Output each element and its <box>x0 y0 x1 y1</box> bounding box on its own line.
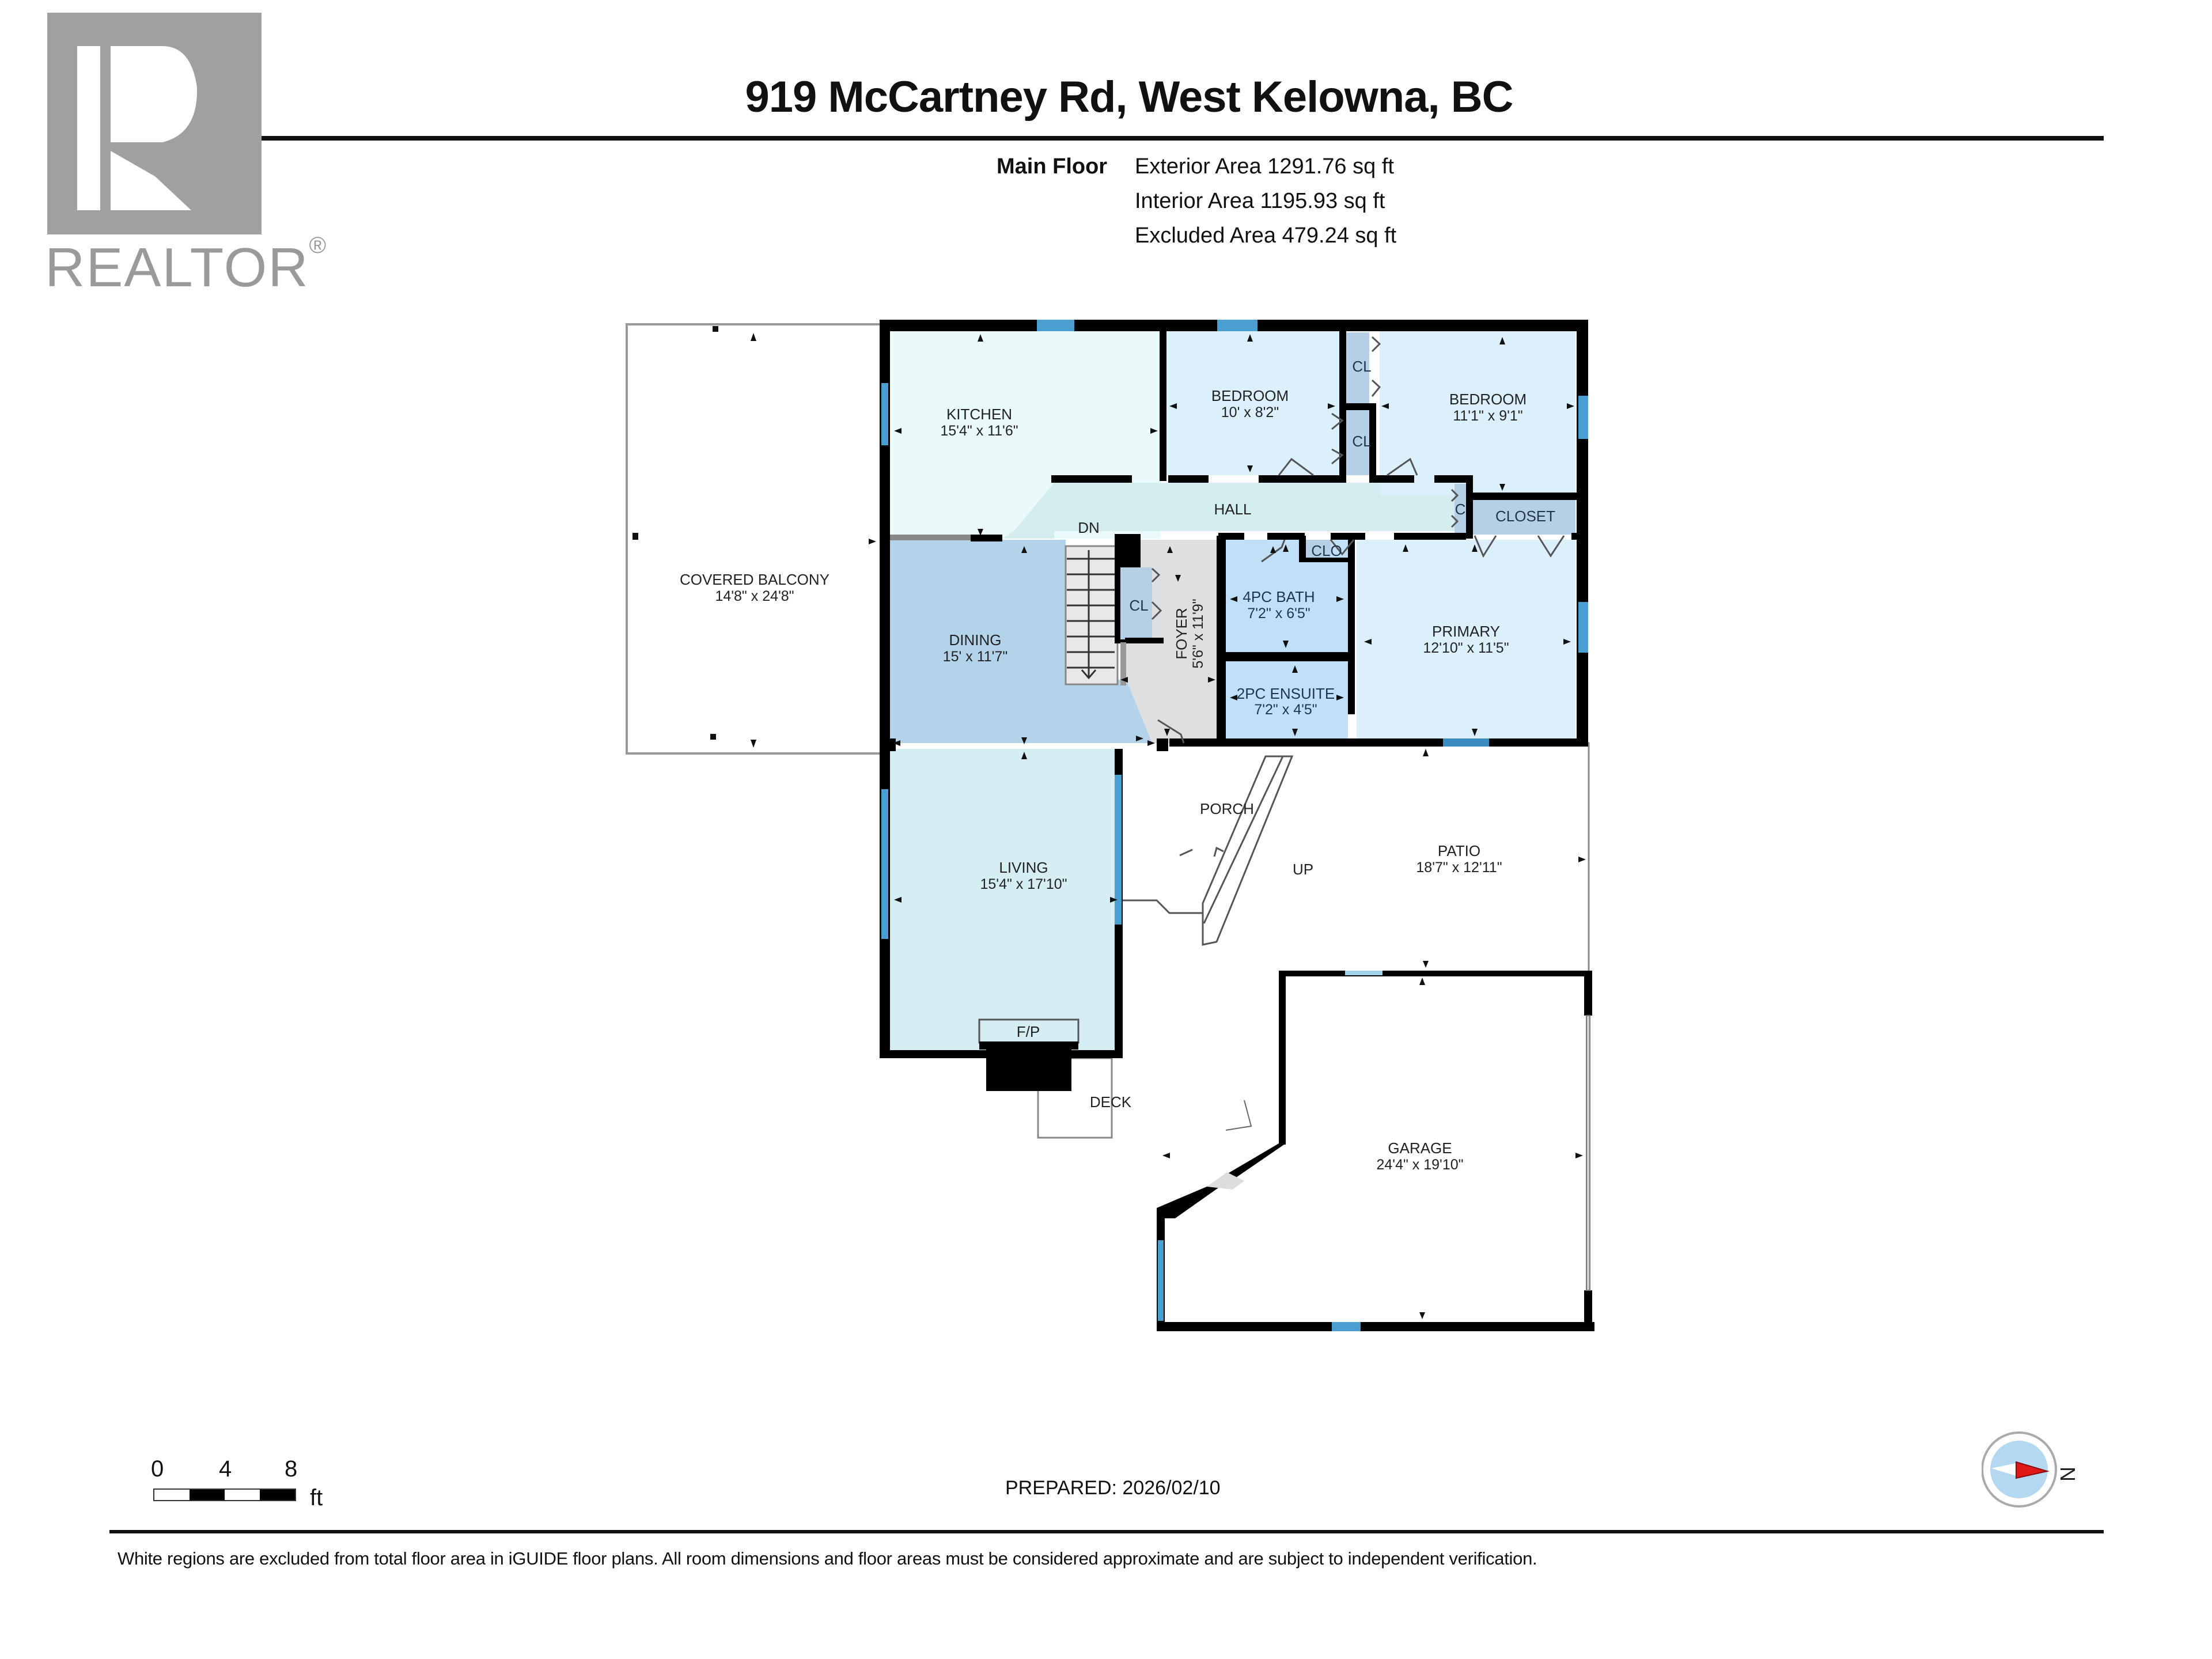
hall-kitchen-merge <box>1002 483 1054 539</box>
stairs-down-label: DN <box>1078 519 1100 536</box>
cl-2-label: CL <box>1352 433 1371 450</box>
covered-balcony-dim: 14'8" x 24'8" <box>715 588 794 604</box>
scale-tick-4: 4 <box>219 1456 232 1482</box>
garage-label: GARAGE <box>1388 1139 1452 1157</box>
floor-label: Main Floor <box>997 154 1108 179</box>
cl-1-area <box>1345 332 1369 404</box>
kitchen-dim: 15'4" x 11'6" <box>940 423 1018 439</box>
patio-label: PATIO <box>1438 842 1480 859</box>
stair-treads <box>1067 550 1115 680</box>
bath-4pc-label: 4PC BATH <box>1243 588 1315 605</box>
cl-1-label: CL <box>1352 358 1371 375</box>
clo-label: CLO <box>1311 542 1342 559</box>
hall-area <box>1014 483 1457 531</box>
ensuite-2pc-label: 2PC ENSUITE <box>1237 685 1335 702</box>
patio-dim: 18'7" x 12'11" <box>1416 859 1502 876</box>
ensuite-2pc-area <box>1226 661 1348 739</box>
scale-tick-8: 8 <box>285 1456 298 1482</box>
scale-segments <box>153 1488 296 1501</box>
north-compass-icon: N <box>1981 1425 2097 1514</box>
bedroom-1-label: BEDROOM <box>1211 387 1289 404</box>
deck-label: DECK <box>1090 1093 1132 1111</box>
bedroom-2-label: BEDROOM <box>1449 391 1527 408</box>
porch-stairs <box>1120 755 1294 946</box>
compass-label: N <box>2056 1467 2080 1482</box>
footer-rule <box>109 1530 2104 1533</box>
dining-label: DINING <box>949 631 1002 649</box>
fireplace-label: F/P <box>1017 1023 1040 1040</box>
closet-label: CLOSET <box>1495 507 1555 525</box>
balcony-post <box>632 533 638 540</box>
foyer-dim: 5'6" x 11'9" <box>1190 599 1206 668</box>
hall-label: HALL <box>1214 501 1251 518</box>
disclaimer: White regions are excluded from total fl… <box>118 1548 1537 1569</box>
living-area <box>890 749 1120 1051</box>
cl-2-area <box>1345 407 1369 475</box>
page-title: 919 McCartney Rd, West Kelowna, BC <box>745 73 1514 122</box>
ensuite-2pc-dim: 7'2" x 4'5" <box>1254 702 1317 718</box>
garage-dim: 24'4" x 19'10" <box>1376 1157 1463 1173</box>
primary-area <box>1357 540 1575 738</box>
stairs-up-label: UP <box>1293 861 1313 878</box>
living-dim: 15'4" x 17'10" <box>980 876 1067 892</box>
covered-balcony-label: COVERED BALCONY <box>680 571 830 588</box>
header-rule <box>109 136 2104 141</box>
bedroom-2-dim: 11'1" x 9'1" <box>1453 408 1522 424</box>
bath-4pc-dim: 7'2" x 6'5" <box>1247 605 1310 622</box>
balcony-post <box>710 734 716 740</box>
excluded-area: Excluded Area 479.24 sq ft <box>1135 224 1397 248</box>
stairs-down <box>1065 545 1119 685</box>
dining-area <box>890 540 1152 743</box>
bedroom-1-area <box>1166 331 1339 475</box>
c-label: C <box>1455 501 1466 518</box>
primary-dim: 12'10" x 11'5" <box>1423 640 1509 656</box>
kitchen-label: KITCHEN <box>946 406 1012 423</box>
realtor-r-logo-icon <box>47 13 262 234</box>
closet-area <box>1472 500 1575 535</box>
balcony-post <box>713 326 718 332</box>
windows <box>881 320 1588 1331</box>
porch-label: PORCH <box>1200 800 1254 817</box>
garage-door <box>1586 1015 1590 1291</box>
door-swings <box>1151 336 1565 744</box>
bedroom-2-area <box>1380 331 1575 495</box>
clo-area <box>1305 540 1331 560</box>
garage-entry-door <box>1207 1100 1252 1190</box>
bedroom-1-dim: 10' x 8'2" <box>1221 404 1279 421</box>
dimension-markers <box>751 333 1586 1319</box>
living-label: LIVING <box>999 859 1048 876</box>
scale-tick-0: 0 <box>151 1456 164 1482</box>
scale-unit: ft <box>310 1485 323 1510</box>
realtor-wordmark: REALTOR® <box>45 233 328 298</box>
prepared-date: PREPARED: 2026/02/10 <box>1005 1477 1221 1499</box>
dining-dim: 15' x 11'7" <box>943 649 1007 665</box>
foyer-label: FOYER <box>1173 608 1190 660</box>
cl-3-label: CL <box>1129 597 1148 614</box>
covered-balcony-area <box>626 323 884 755</box>
primary-label: PRIMARY <box>1432 623 1500 640</box>
interior-area: Interior Area 1195.93 sq ft <box>1135 189 1385 213</box>
exterior-area: Exterior Area 1291.76 sq ft <box>1135 154 1394 179</box>
